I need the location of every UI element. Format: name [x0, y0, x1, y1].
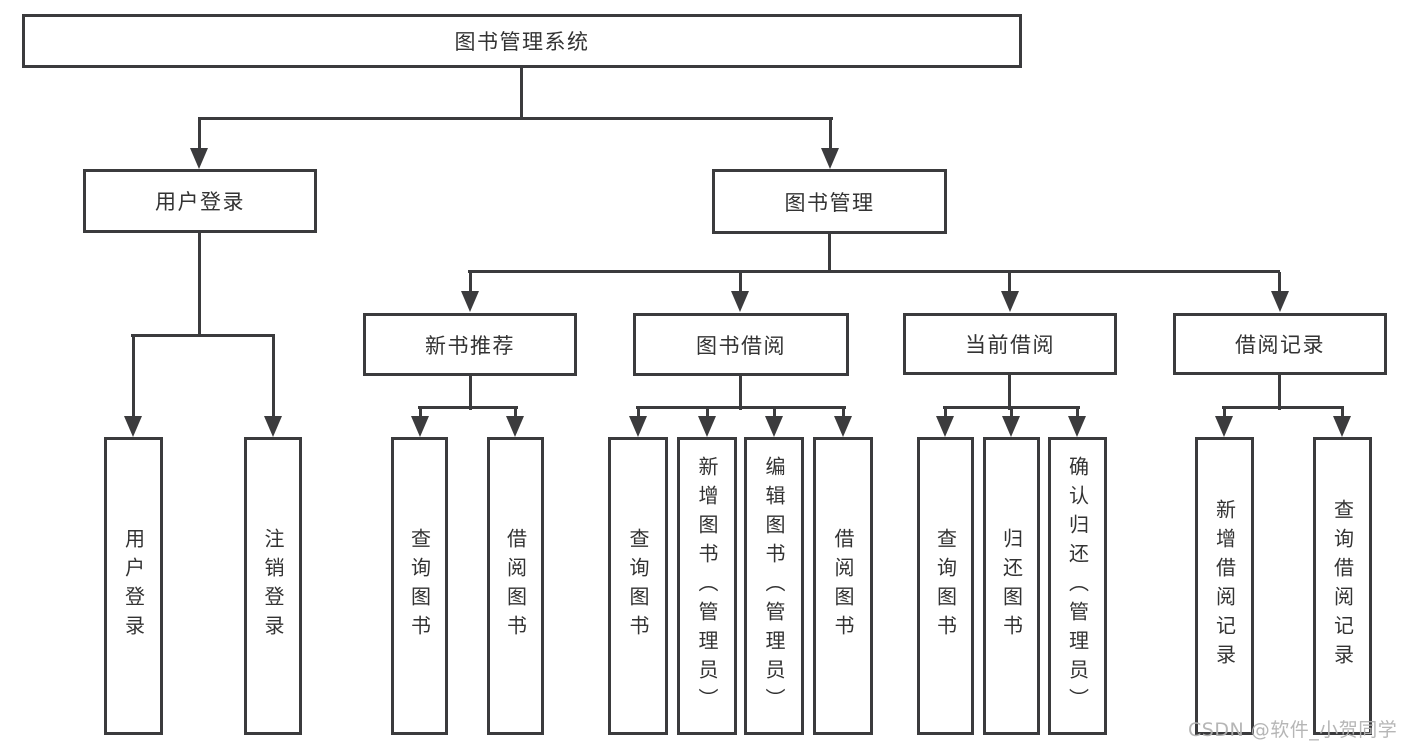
connector-line	[943, 406, 1080, 409]
node-current-borrow: 当前借阅	[903, 313, 1117, 375]
connector-line	[1076, 408, 1079, 418]
arrowhead-icon	[765, 416, 783, 437]
node-leaf-logout-label: 注销登录	[261, 528, 285, 644]
arrowhead-icon	[731, 291, 749, 312]
arrowhead-icon	[698, 416, 716, 437]
connector-line	[468, 270, 1280, 273]
node-cb-return-books: 归还图书	[983, 437, 1040, 735]
arrowhead-icon	[1002, 416, 1020, 437]
connector-line	[1008, 375, 1011, 410]
arrowhead-icon	[1271, 291, 1289, 312]
node-bb-edit-books-admin: 编辑图书（管理员）	[744, 437, 804, 735]
arrowhead-icon	[1333, 416, 1351, 437]
connector-line	[132, 336, 135, 418]
connector-line	[198, 117, 201, 151]
connector-line	[1010, 408, 1013, 418]
connector-line	[198, 117, 833, 120]
connector-line	[1008, 272, 1011, 292]
connector-line	[828, 234, 831, 272]
node-br-add-record: 新增借阅记录	[1195, 437, 1254, 735]
arrowhead-icon	[264, 416, 282, 437]
arrowhead-icon	[834, 416, 852, 437]
connector-line	[520, 68, 523, 119]
node-bb-query-books-label: 查询图书	[626, 528, 650, 644]
connector-line	[418, 406, 518, 409]
node-new-book-rec-label: 新书推荐	[425, 333, 515, 358]
node-cb-query-books: 查询图书	[917, 437, 974, 735]
connector-line	[739, 272, 742, 292]
node-br-query-record-label: 查询借阅记录	[1330, 499, 1355, 673]
connector-line	[829, 117, 832, 151]
node-bb-query-books: 查询图书	[608, 437, 668, 735]
connector-line	[773, 408, 776, 418]
node-root-label: 图书管理系统	[454, 30, 590, 54]
arrowhead-icon	[1215, 416, 1233, 437]
connector-line	[1222, 406, 1344, 409]
connector-line	[944, 408, 947, 418]
arrowhead-icon	[411, 416, 429, 437]
node-cb-query-books-label: 查询图书	[933, 528, 958, 644]
node-bb-borrow-books-label: 借阅图书	[831, 528, 855, 644]
node-cb-confirm-return-admin-label: 确认归还（管理员）	[1065, 455, 1090, 717]
arrowhead-icon	[190, 148, 208, 169]
connector-line	[469, 272, 472, 292]
csdn-watermark: CSDN @软件_小贺同学	[1188, 719, 1398, 741]
connector-line	[637, 408, 640, 418]
connector-line	[198, 233, 201, 336]
node-book-mgmt-label: 图书管理	[784, 190, 875, 215]
node-nbr-borrow-books-label: 借阅图书	[503, 528, 528, 644]
node-borrow-record: 借阅记录	[1173, 313, 1387, 375]
node-book-borrow: 图书借阅	[633, 313, 849, 376]
node-br-query-record: 查询借阅记录	[1313, 437, 1372, 735]
node-nbr-query-books-label: 查询图书	[407, 528, 432, 644]
node-cb-return-books-label: 归还图书	[999, 528, 1024, 644]
arrowhead-icon	[461, 291, 479, 312]
node-leaf-user-login-label: 用户登录	[121, 528, 146, 644]
arrowhead-icon	[1068, 416, 1086, 437]
node-leaf-logout: 注销登录	[244, 437, 302, 735]
node-leaf-user-login: 用户登录	[104, 437, 163, 735]
arrowhead-icon	[629, 416, 647, 437]
node-cb-confirm-return-admin: 确认归还（管理员）	[1048, 437, 1107, 735]
node-current-borrow-label: 当前借阅	[965, 333, 1055, 357]
arrowhead-icon	[936, 416, 954, 437]
connector-line	[636, 406, 846, 409]
connector-line	[514, 408, 517, 418]
connector-line	[469, 375, 472, 410]
node-new-book-rec: 新书推荐	[363, 313, 577, 376]
node-user-login: 用户登录	[83, 169, 317, 233]
node-bb-edit-books-admin-label: 编辑图书（管理员）	[762, 455, 786, 717]
node-bb-borrow-books: 借阅图书	[813, 437, 873, 735]
node-user-login-label: 用户登录	[155, 190, 245, 214]
node-br-add-record-label: 新增借阅记录	[1212, 499, 1237, 673]
connector-line	[706, 408, 709, 418]
node-borrow-record-label: 借阅记录	[1235, 333, 1325, 357]
node-nbr-query-books: 查询图书	[391, 437, 448, 735]
node-bb-add-books-admin-label: 新增图书（管理员）	[695, 455, 719, 717]
connector-line	[1223, 408, 1226, 418]
connector-line	[1278, 375, 1281, 410]
node-nbr-borrow-books: 借阅图书	[487, 437, 544, 735]
connector-line	[739, 375, 742, 410]
connector-line	[1341, 408, 1344, 418]
connector-line	[419, 408, 422, 418]
connector-line	[131, 334, 275, 337]
arrowhead-icon	[821, 148, 839, 169]
arrowhead-icon	[1001, 291, 1019, 312]
arrowhead-icon	[124, 416, 142, 437]
node-book-borrow-label: 图书借阅	[696, 333, 786, 358]
node-bb-add-books-admin: 新增图书（管理员）	[677, 437, 737, 735]
arrowhead-icon	[506, 416, 524, 437]
node-book-mgmt: 图书管理	[712, 169, 947, 234]
node-root: 图书管理系统	[22, 14, 1022, 68]
connector-line	[1278, 272, 1281, 292]
connector-line	[272, 336, 275, 418]
connector-line	[842, 408, 845, 418]
